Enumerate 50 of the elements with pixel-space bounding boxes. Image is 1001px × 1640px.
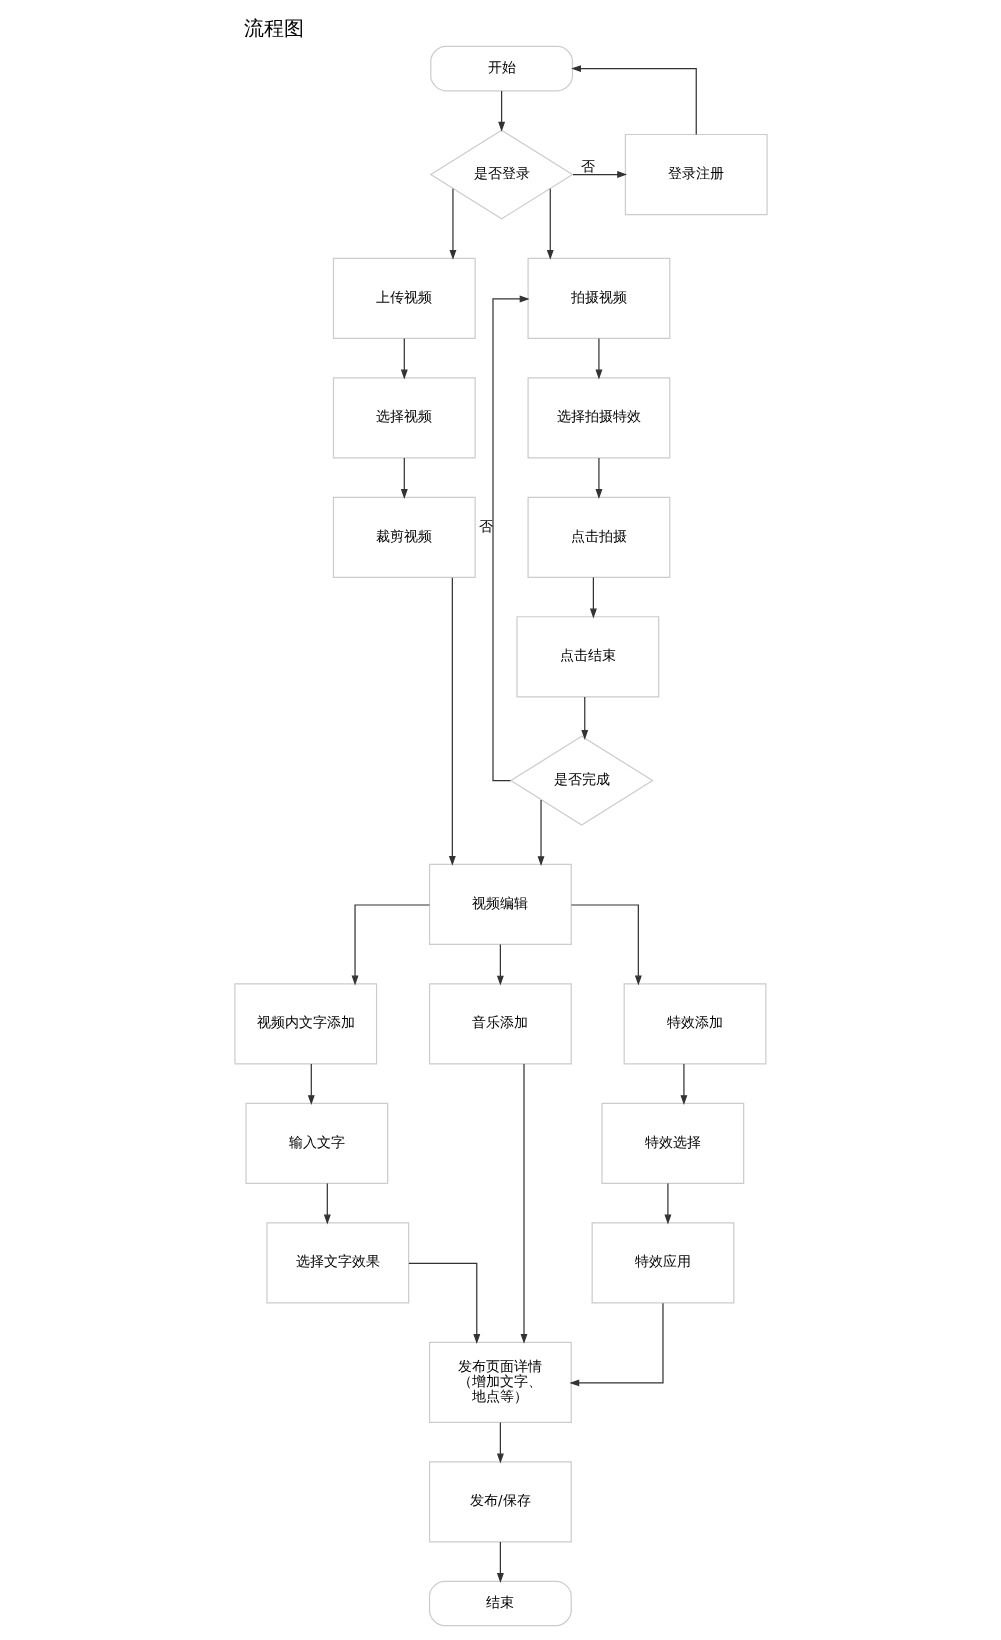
arrow [537,799,544,867]
node-box: 视频编辑 [428,863,572,946]
node-box: 特效应用 [591,1222,734,1304]
arrow [449,188,456,260]
arrow [400,337,408,380]
arrow [497,90,505,132]
node-box: 上传视频 [332,257,476,339]
arrow [520,1063,527,1344]
edge-label: 否 [580,157,595,174]
node-diamond: 是否完成 [509,735,654,826]
node-box: 选择文字效果 [265,1222,409,1304]
arrow [496,1421,504,1464]
node-box: 视频内文字添加 [233,983,377,1065]
arrow [448,577,456,866]
arrow [400,457,408,499]
edge-label: 否 [478,517,493,534]
arrow [589,576,597,619]
arrow [580,696,588,740]
node-diamond: 是否登录 [429,129,574,220]
node-box: 点击拍摄 [527,496,670,578]
node-box: 输入文字 [244,1102,388,1184]
arrow [496,943,504,986]
node-box: 发布/保存 [428,1461,572,1543]
arrow [568,1302,664,1387]
node-box: 选择拍摄特效 [527,377,670,459]
diagram-title: 流程图 [243,17,304,41]
node-box: 点击结束 [515,616,659,698]
node-box: 特效选择 [600,1102,744,1184]
arrow [570,904,642,986]
arrow [323,1182,331,1225]
arrow [570,65,697,136]
arrow [307,1063,315,1105]
node-box: 裁剪视频 [332,496,476,578]
node-box: 选择视频 [332,377,476,459]
arrow [546,188,554,260]
arrow [594,457,602,499]
arrow [594,337,602,380]
arrow [351,904,430,986]
node-box: 音乐添加 [428,983,572,1065]
node-box: 登录注册 [624,133,768,216]
arrow [679,1063,687,1105]
arrow [571,171,627,178]
node-box: 特效添加 [623,983,766,1065]
arrow [663,1182,671,1225]
arrow [496,1541,504,1583]
node-box: 结束 [428,1580,572,1627]
node-box: 开始 [429,45,573,92]
arrow [407,1262,480,1344]
node-box: 拍摄视频 [527,257,670,339]
node-box: 发布页面详情（增加文字、地点等） [428,1341,572,1423]
